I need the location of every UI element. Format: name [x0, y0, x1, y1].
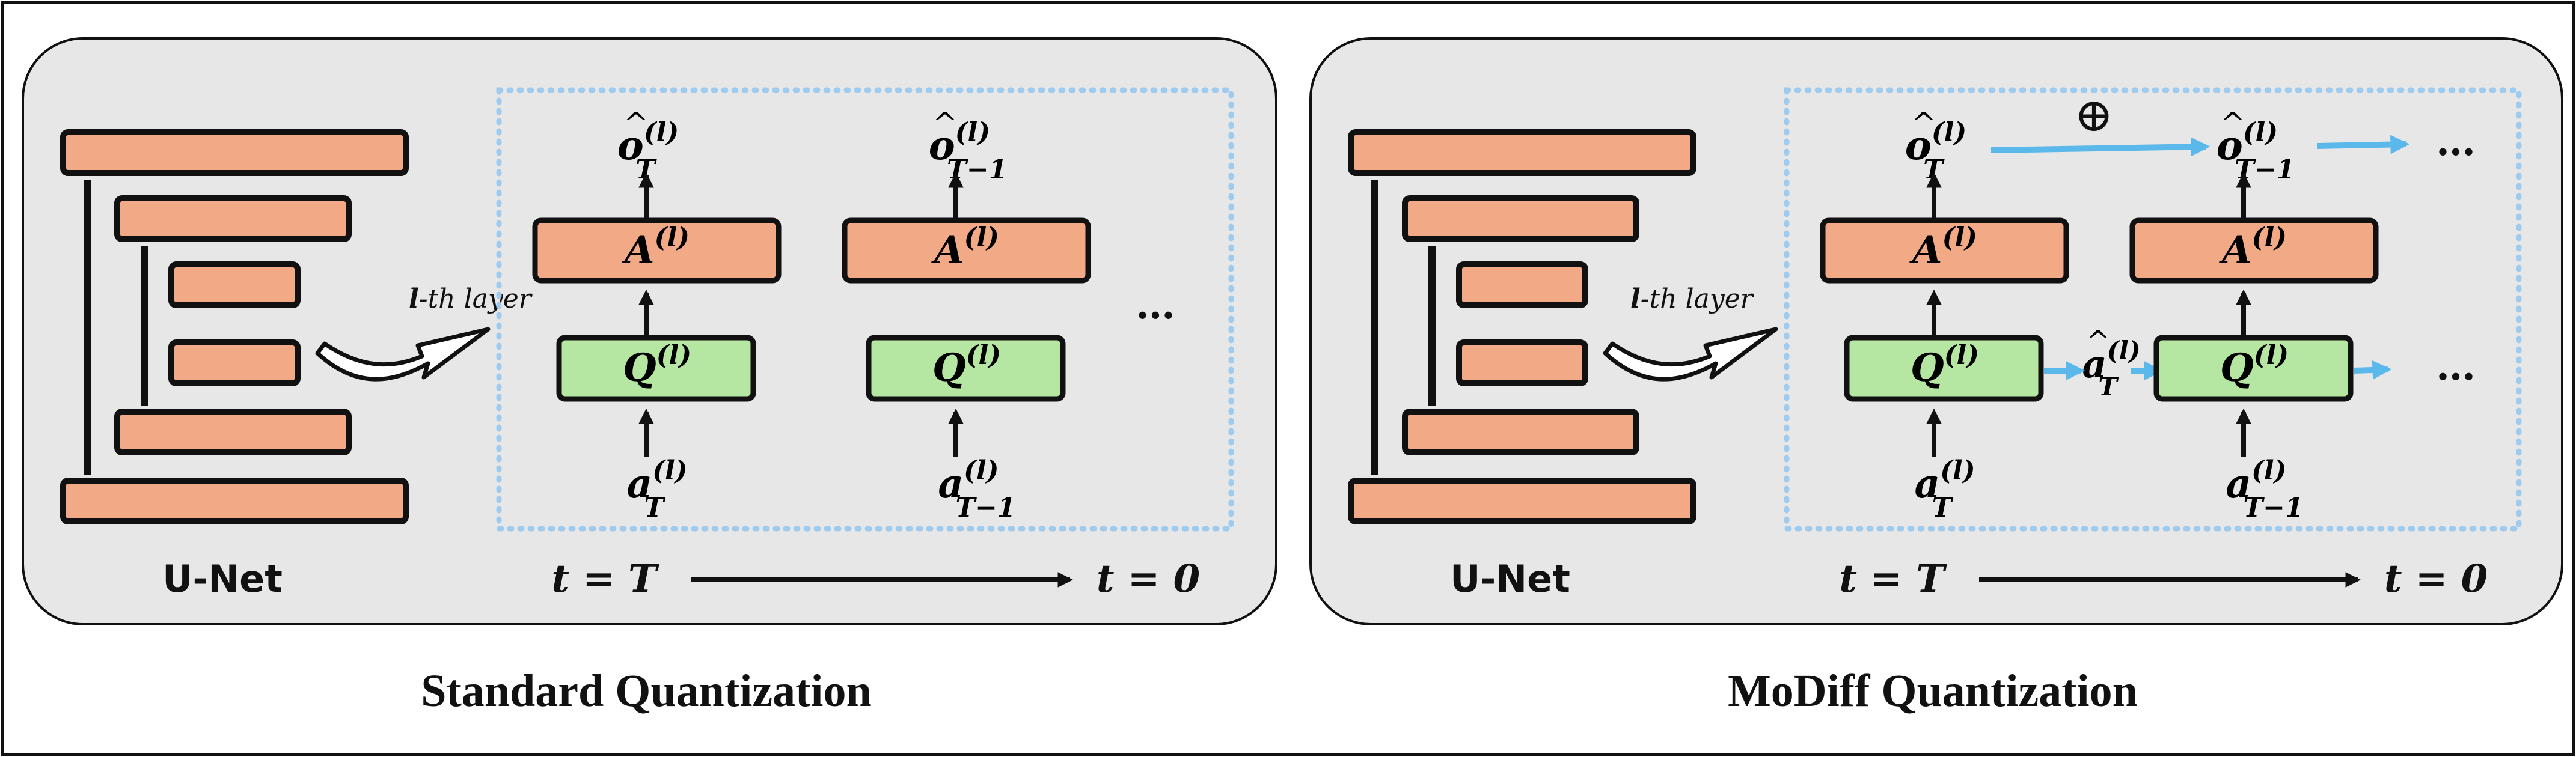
unet-block: [114, 195, 352, 242]
attention-block: [2129, 217, 2379, 284]
timestep-column-T-1: o(l)T−1 ^ A(l) Q(l) a(l)T−1: [2129, 106, 2379, 523]
unet-diagram: U-Net: [1348, 129, 1696, 601]
unet-block: [1348, 129, 1696, 176]
output-label: o(l)T: [1905, 117, 1966, 185]
ellipsis: …: [1136, 281, 1175, 328]
input-activation-label: a(l)T: [1914, 455, 1975, 523]
input-activation-label: a(l)T−1: [938, 455, 1015, 523]
layer-box-dotted: [496, 87, 1234, 532]
unet-block: [168, 339, 301, 386]
time-start-label: t = T: [1839, 556, 1947, 601]
unet-block: [60, 478, 409, 524]
attention-block: [1820, 217, 2069, 284]
layer-callout: l-th layer: [315, 284, 533, 382]
quantizer-block: [1844, 335, 2044, 402]
hat-accent: ^: [932, 106, 958, 141]
attention-block: [842, 217, 1091, 284]
blue-arrow: [1990, 137, 2210, 157]
timestep-column-T-1: o(l)T−1 ^ A(l) Q(l) a(l)T−1: [842, 106, 1091, 523]
quantizer-label: Q(l): [932, 340, 1001, 391]
time-start-label: t = T: [551, 556, 659, 601]
layer-callout-label: l-th layer: [409, 284, 533, 314]
timestep-column-T: o(l)T ^ A(l) Q(l) a(l)T: [532, 106, 782, 523]
layer-callout-label: l-th layer: [1630, 284, 1755, 314]
attention-label: A(l): [622, 222, 690, 273]
output-label: o(l)T: [617, 117, 679, 185]
time-axis: t = T t = 0: [551, 556, 1200, 601]
layer-box-dotted: [1784, 87, 2522, 532]
cached-activation-label: a(l)T: [2082, 336, 2140, 401]
attention-block: [532, 217, 782, 284]
quantizer-label: Q(l): [1911, 340, 1979, 391]
time-axis: t = T t = 0: [1839, 556, 2488, 601]
hat-accent: ^: [623, 106, 649, 141]
hat-accent: ^: [1911, 106, 1936, 141]
hat-accent: ^: [2220, 106, 2245, 141]
standard-panel: U-Net l-th layer o(l)T ^ A(l) Q(l): [22, 37, 1277, 716]
time-end-label: t = 0: [2384, 556, 2488, 601]
unet-block: [1456, 261, 1588, 308]
hollow-arrow-icon: [315, 327, 491, 382]
quantizer-block: [866, 335, 1066, 402]
unet-block: [1456, 339, 1588, 386]
unet-label: U-Net: [1450, 557, 1570, 601]
unet-block: [60, 129, 409, 176]
blue-arrow: [2353, 360, 2392, 380]
hollow-arrow-icon: [1603, 327, 1778, 382]
quantizer-label: Q(l): [623, 340, 691, 391]
time-end-label: t = 0: [1097, 556, 1200, 601]
modiff-panel: U-Net l-th layer ⊕ o(l)T ^ A(l): [1309, 37, 2563, 716]
blue-arrow: [2317, 135, 2410, 154]
attention-label: A(l): [1909, 222, 1977, 273]
ellipsis: …: [2436, 118, 2476, 165]
oplus-icon: ⊕: [2074, 88, 2113, 142]
timestep-column-T: o(l)T ^ A(l) Q(l) a(l)T: [1820, 106, 2069, 523]
unet-block: [114, 409, 352, 455]
layer-callout: l-th layer: [1603, 284, 1778, 382]
attention-label: A(l): [2219, 222, 2287, 273]
input-activation-label: a(l)T−1: [2226, 455, 2303, 523]
quantizer-label: Q(l): [2220, 340, 2289, 391]
unet-label: U-Net: [162, 557, 283, 601]
unet-block: [1348, 478, 1696, 524]
panel-caption: Standard Quantization: [421, 666, 872, 716]
quantizer-block: [2153, 335, 2354, 402]
panel-caption: MoDiff Quantization: [1728, 666, 2138, 716]
unet-block: [168, 261, 301, 308]
attention-label: A(l): [931, 222, 999, 273]
hat-accent: ^: [2087, 324, 2110, 357]
unet-diagram: U-Net: [60, 129, 409, 601]
unet-block: [1402, 195, 1639, 242]
input-activation-label: a(l)T: [626, 455, 687, 523]
unet-block: [1402, 409, 1639, 455]
quantizer-block: [556, 335, 756, 402]
ellipsis: …: [2436, 342, 2476, 389]
